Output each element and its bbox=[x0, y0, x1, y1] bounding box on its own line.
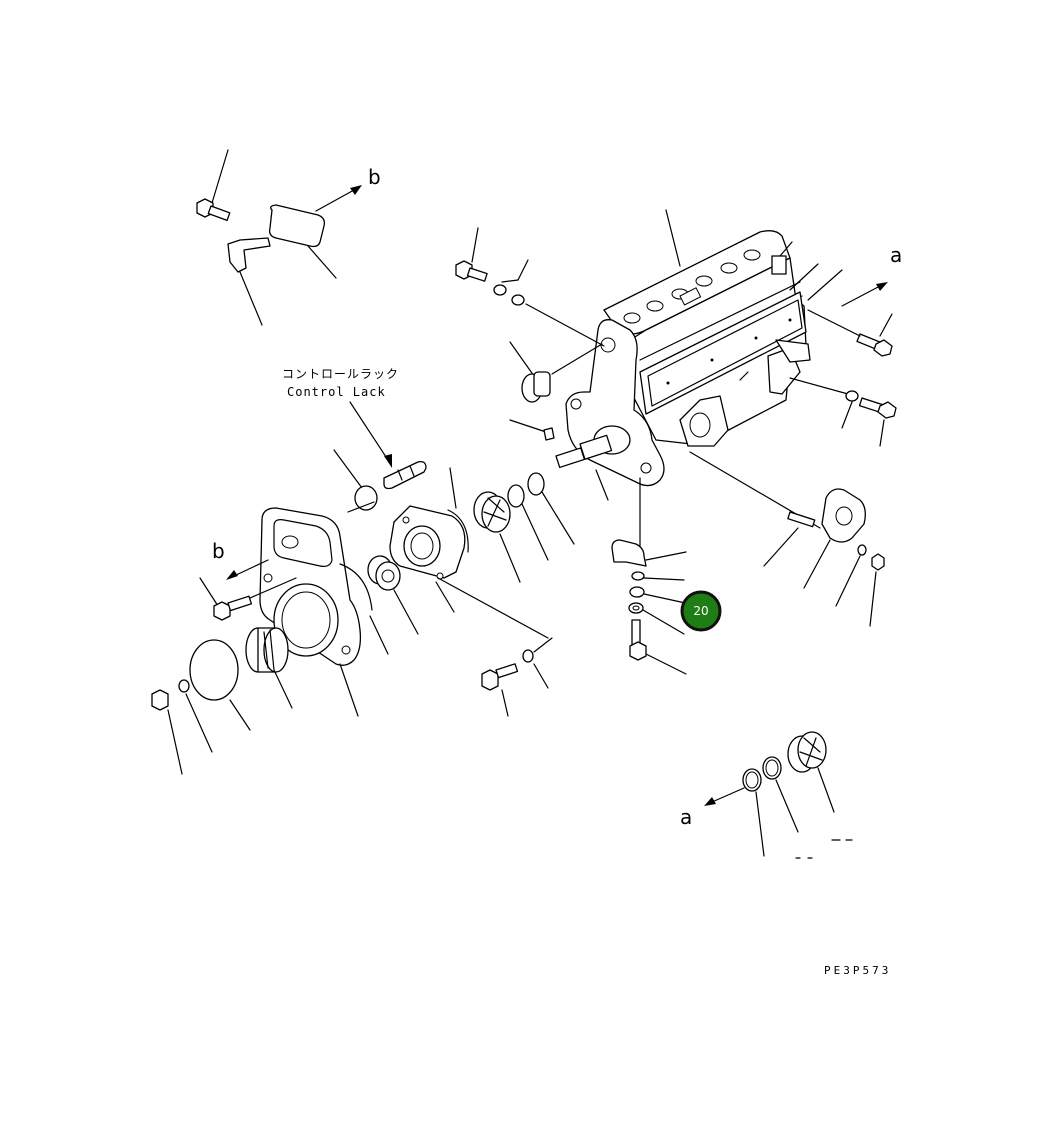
camshaft-end bbox=[555, 425, 631, 469]
gear-left bbox=[245, 627, 293, 709]
bolt-left-cover bbox=[199, 577, 297, 621]
bolt-right-upper bbox=[807, 309, 893, 357]
coupling-disc-bottom bbox=[787, 731, 835, 813]
label-a-top: a bbox=[890, 243, 902, 267]
coupling-disc bbox=[473, 491, 521, 583]
flange-center bbox=[389, 505, 549, 639]
part-number-badge-20[interactable]: 20 bbox=[680, 590, 722, 632]
control-rack-label-jp: コントロールラック bbox=[282, 367, 399, 381]
shim-bottom-2 bbox=[762, 756, 799, 833]
nut-right bbox=[869, 553, 885, 627]
washer-stack-3 bbox=[628, 602, 685, 635]
bolt-top-right bbox=[771, 241, 793, 275]
o-ring-large bbox=[189, 639, 251, 731]
washer-right-lower bbox=[835, 544, 867, 607]
bolt-upper-center bbox=[455, 227, 488, 282]
bolt-stack bbox=[629, 619, 687, 675]
badge-number[interactable]: 20 bbox=[693, 604, 708, 618]
badge-circle[interactable] bbox=[680, 590, 722, 632]
gasket-center bbox=[447, 467, 469, 553]
key-small bbox=[509, 419, 555, 441]
cover-plate bbox=[268, 204, 326, 248]
washer-upper-a bbox=[493, 259, 605, 347]
plate-right bbox=[803, 488, 866, 589]
control-rack-label-en: Control Lack bbox=[287, 385, 386, 399]
washer-stack-2 bbox=[629, 586, 691, 605]
control-rack-pointer bbox=[349, 401, 392, 468]
pump-body bbox=[555, 230, 811, 487]
label-b-top: b bbox=[368, 165, 381, 189]
drawing-code: PE3P573 bbox=[824, 964, 891, 977]
washer-right bbox=[841, 390, 859, 429]
washer-center-lower bbox=[522, 637, 553, 689]
cover-assembly-top: b bbox=[196, 149, 381, 326]
shim-2 bbox=[527, 472, 575, 545]
washer-left bbox=[178, 679, 213, 753]
shim-bottom-1 bbox=[742, 768, 765, 857]
label-a-bottom: a bbox=[680, 805, 692, 829]
bolt-center-lower bbox=[481, 663, 519, 717]
bearing-center bbox=[367, 555, 419, 635]
bracket-top bbox=[227, 237, 271, 273]
arrow-a-bottom bbox=[704, 787, 745, 806]
control-rack-part bbox=[383, 460, 427, 490]
plug-upper bbox=[509, 341, 603, 403]
shim-1 bbox=[507, 484, 549, 561]
bolt-right-lower bbox=[858, 397, 897, 447]
arrow-a-top bbox=[841, 282, 888, 307]
arrow-b-top bbox=[315, 185, 362, 212]
stud-right bbox=[763, 511, 816, 567]
governor-cover bbox=[259, 507, 362, 666]
label-b-left: b bbox=[212, 539, 225, 563]
o-ring-small bbox=[333, 449, 378, 513]
arrow-b-left bbox=[226, 559, 269, 580]
gasket-left bbox=[339, 563, 389, 655]
bracket-lower bbox=[611, 539, 687, 567]
washer-stack-1 bbox=[631, 571, 685, 581]
bolt-top bbox=[196, 198, 231, 222]
nut-left bbox=[151, 689, 183, 775]
